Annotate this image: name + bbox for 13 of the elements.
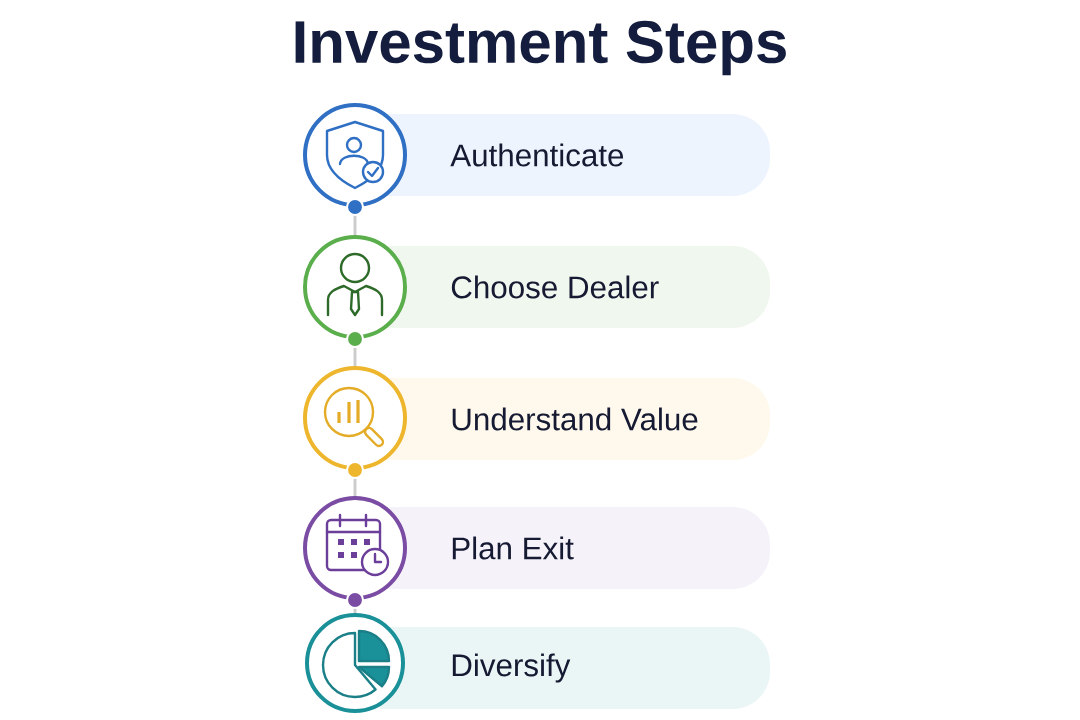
step-band: Diversify xyxy=(380,627,770,709)
step-circle xyxy=(303,235,407,339)
title: Investment Steps xyxy=(295,20,786,76)
step-band: Plan Exit xyxy=(380,507,770,589)
connector-line xyxy=(345,460,365,496)
connector-line xyxy=(345,197,365,235)
step-band: Authenticate xyxy=(380,114,770,196)
connector-line xyxy=(345,329,365,366)
connector-line xyxy=(345,590,365,613)
step-circle xyxy=(303,103,407,207)
step-band: Understand Value xyxy=(380,378,770,460)
step-band: Choose Dealer xyxy=(380,246,770,328)
step-circle xyxy=(303,366,407,470)
